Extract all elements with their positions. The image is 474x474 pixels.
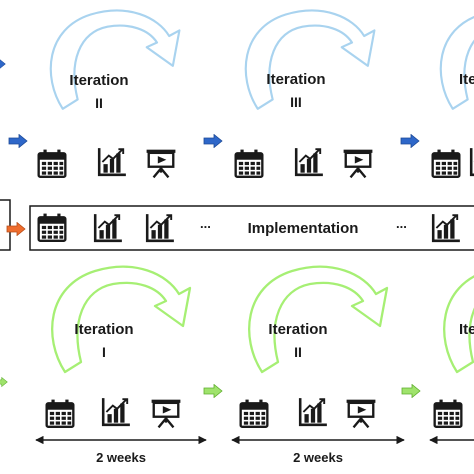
bar-chart-icon [97, 146, 128, 177]
cycle-numeral: I [102, 344, 106, 360]
presentation-board-icon [150, 398, 182, 429]
presentation-board-icon [342, 148, 374, 179]
bar-chart-icon [101, 396, 132, 427]
top-cycle-2: Iteration III [244, 9, 376, 110]
calendar-icon [433, 398, 463, 428]
presentation-board-icon [345, 398, 377, 429]
bottom-row: Iteration I Iteration II Ite 2 weeks 2 w… [0, 265, 474, 465]
top-row: Iteration II Iteration III Ite [0, 9, 474, 179]
presentation-board-icon [145, 148, 177, 179]
implementation-frame [0, 199, 11, 251]
bottom-cycle-3: Ite [443, 265, 474, 374]
cycle-arrow-icon [244, 9, 376, 110]
bottom-cycle-2: Iteration II [248, 265, 389, 374]
calendar-icon [239, 398, 269, 428]
blue-arrow-icon [0, 59, 6, 69]
bar-chart-icon [298, 396, 329, 427]
duration-label: 2 weeks [293, 450, 343, 465]
cycle-arrow-icon [248, 265, 389, 374]
blue-arrow-icon [400, 134, 420, 148]
ellipsis-left: ... [200, 216, 211, 231]
cycle-numeral: II [95, 95, 103, 111]
calendar-icon [37, 148, 67, 178]
cycle-arrow-icon [51, 265, 192, 374]
cycle-title: Iteration [74, 321, 133, 338]
calendar-icon [234, 148, 264, 178]
implementation-label: Implementation [248, 220, 359, 237]
green-arrow-icon [203, 384, 223, 398]
cycle-arrow-icon [443, 265, 474, 374]
bar-chart-icon [431, 212, 462, 243]
cycle-numeral: II [294, 344, 302, 360]
bar-chart-icon [145, 212, 176, 243]
bar-chart-icon [93, 212, 124, 243]
blue-arrow-icon [8, 134, 28, 148]
cycle-title: Ite [459, 71, 474, 88]
bottom-cycle-1: Iteration I [51, 265, 192, 374]
ellipsis-right: ... [396, 216, 407, 231]
cycle-title: Iteration [69, 72, 128, 89]
implementation-bar: ... Implementation ... [0, 199, 474, 251]
cycle-numeral: III [290, 94, 302, 110]
cycle-title: Iteration [268, 321, 327, 338]
blue-arrow-icon [203, 134, 223, 148]
calendar-icon [431, 148, 461, 178]
green-arrow-icon [401, 384, 421, 398]
cycle-title: Iteration [266, 71, 325, 88]
implementation-frame [29, 205, 474, 251]
duration-label: 2 weeks [96, 450, 146, 465]
cycle-arrow-icon [49, 9, 181, 110]
bar-chart-icon [294, 146, 325, 177]
top-cycle-3: Ite [439, 9, 474, 110]
cycle-title: Ite [459, 321, 474, 338]
cycle-arrow-icon [439, 9, 474, 110]
green-arrow-icon [0, 377, 8, 387]
calendar-icon [45, 398, 75, 428]
top-cycle-1: Iteration II [49, 9, 181, 111]
calendar-icon [37, 212, 67, 242]
